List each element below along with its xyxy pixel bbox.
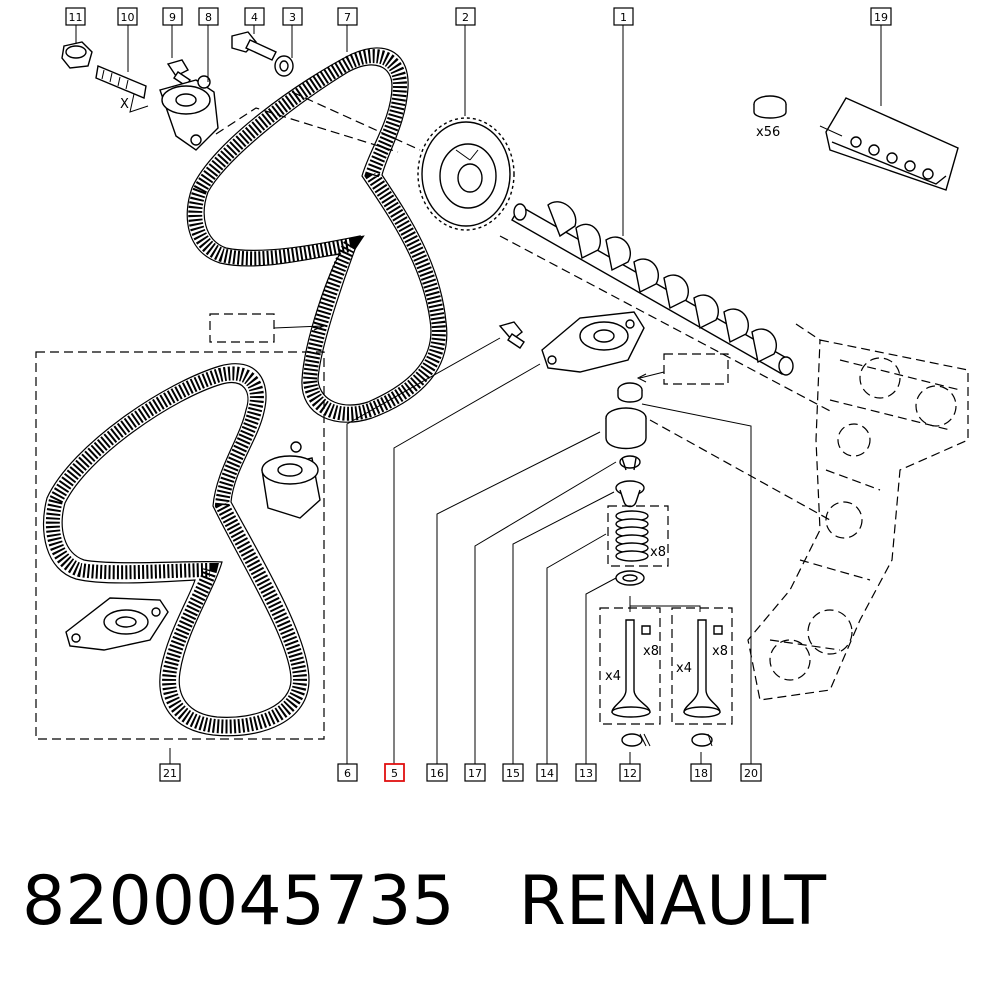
svg-text:8: 8: [205, 11, 212, 24]
cylinder-head-outline: [747, 339, 969, 701]
callout-16: 16: [426, 763, 448, 782]
exhaust-keys-qty: x8: [712, 644, 728, 659]
valve-seal-12: [621, 733, 651, 747]
kit-tensioner-plate: [65, 597, 169, 651]
camshaft-pulley: [417, 117, 515, 231]
kit-tensioner-roller: [261, 441, 321, 519]
exhaust-valve: [683, 619, 723, 718]
callout-1: 1: [613, 7, 634, 26]
spring-cup-15: [615, 480, 645, 508]
timing-belt-main: [186, 47, 448, 423]
svg-text:17: 17: [468, 767, 482, 780]
stud-10: X: [95, 65, 149, 113]
nut-11: [61, 41, 93, 69]
bolt-4: [231, 31, 277, 61]
link-frame-a: [209, 313, 275, 343]
callout-12: 12: [619, 763, 641, 782]
callout-8: 8: [198, 7, 219, 26]
svg-text:19: 19: [874, 11, 888, 24]
svg-text:21: 21: [163, 767, 177, 780]
svg-text:10: 10: [121, 11, 135, 24]
svg-text:12: 12: [623, 767, 637, 780]
leader-lines: [75, 25, 882, 764]
collets-17: [619, 455, 641, 471]
svg-text:3: 3: [289, 11, 296, 24]
svg-text:18: 18: [694, 767, 708, 780]
tappet-16: [605, 407, 647, 450]
valve-seal-18: [691, 733, 713, 747]
valve-spring-14: [615, 510, 649, 562]
callout-7: 7: [337, 7, 358, 26]
shim-20: [617, 382, 643, 403]
spring-frame: [607, 505, 669, 567]
svg-text:9: 9: [169, 11, 176, 24]
tensioner-roller-8: [159, 75, 219, 151]
callout-5-highlighted: 5: [384, 763, 405, 782]
camshaft: [511, 201, 794, 376]
svg-text:13: 13: [579, 767, 593, 780]
svg-text:15: 15: [506, 767, 520, 780]
callout-4: 4: [244, 7, 265, 26]
svg-text:5: 5: [391, 767, 398, 780]
svg-text:16: 16: [430, 767, 444, 780]
svg-text:7: 7: [344, 11, 351, 24]
washer-3: [274, 55, 294, 77]
intake-valve: [611, 619, 651, 718]
callout-14: 14: [536, 763, 558, 782]
callout-21: 21: [159, 763, 181, 782]
axis-mark: X: [120, 97, 129, 112]
seal-kit-qty: x56: [756, 125, 780, 140]
part-number: 8200045735: [22, 862, 455, 941]
callout-17: 17: [464, 763, 486, 782]
link-frame-b: [663, 353, 729, 385]
callout-19: 19: [870, 7, 892, 26]
spring-seat-13: [615, 570, 645, 586]
callout-10: 10: [117, 7, 138, 26]
svg-text:1: 1: [620, 11, 627, 24]
callout-13: 13: [575, 763, 597, 782]
callout-9: 9: [162, 7, 183, 26]
callout-18: 18: [690, 763, 712, 782]
intake-keys-qty: x8: [643, 644, 659, 659]
svg-text:6: 6: [344, 767, 351, 780]
svg-text:4: 4: [251, 11, 258, 24]
callout-3: 3: [282, 7, 303, 26]
callout-11: 11: [65, 7, 86, 26]
seal-kit: x56: [753, 95, 959, 191]
tensioner-plate-5: [541, 311, 645, 373]
callout-15: 15: [502, 763, 524, 782]
intake-valves-qty: x4: [605, 669, 621, 684]
exhaust-valve-frame: [671, 607, 733, 725]
bolt-6: [498, 321, 525, 349]
callout-2: 2: [455, 7, 476, 26]
exhaust-valves-qty: x4: [676, 661, 692, 676]
callout-20: 20: [740, 763, 762, 782]
svg-text:20: 20: [744, 767, 758, 780]
belt-kit-frame: [35, 351, 325, 740]
svg-text:11: 11: [69, 11, 83, 24]
timing-belt-kit: [42, 363, 310, 737]
callout-6: 6: [337, 763, 358, 782]
svg-text:2: 2: [462, 11, 469, 24]
brand-name: RENAULT: [518, 862, 827, 941]
svg-text:14: 14: [540, 767, 554, 780]
caption: 8200045735 RENAULT: [22, 862, 826, 941]
spring-qty: x8: [650, 545, 666, 560]
